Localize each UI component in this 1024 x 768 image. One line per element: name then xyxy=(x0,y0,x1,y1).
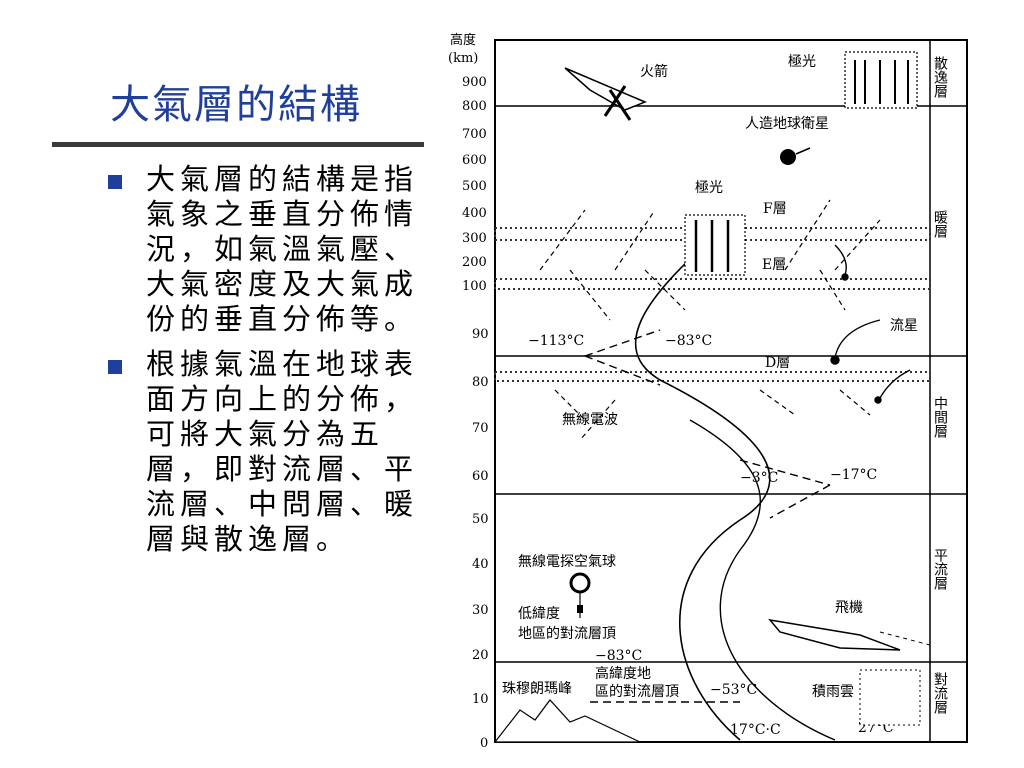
dashed-ext xyxy=(584,329,661,357)
aurora-mid-stripes xyxy=(694,220,730,272)
label-d-layer: D層 xyxy=(765,355,790,371)
contrail xyxy=(879,631,931,646)
bullet-square-icon xyxy=(108,175,122,189)
atmosphere-diagram: 高度 (km) 900 800 700 600 500 400 300 200 … xyxy=(448,32,968,750)
label-rocket: 火箭 xyxy=(640,63,668,80)
dashed-ext xyxy=(769,484,831,519)
bullet-item: 大氣層的結構是指氣象之垂直分佈情況，如氣溫氣壓、大氣密度及大氣成份的垂直分佈等。 xyxy=(108,162,428,337)
bullet-list: 大氣層的結構是指氣象之垂直分佈情況，如氣溫氣壓、大氣密度及大氣成份的垂直分佈等。… xyxy=(108,162,428,567)
axis-unit: (km) xyxy=(448,51,478,66)
bullet-square-icon xyxy=(108,360,122,374)
bullet-item: 根據氣溫在地球表面方向上的分佈，可將大氣分為五層，即對流層、平流層、中問層、暖層… xyxy=(108,347,428,557)
tick-label: 30 xyxy=(472,603,489,618)
label-cumulonimbus: 積雨雲 xyxy=(812,684,854,700)
tick-label: 90 xyxy=(472,327,489,342)
label-aurora-top: 極光 xyxy=(788,54,816,70)
layer-stratosphere: 平流層 xyxy=(932,548,948,591)
label-low-lat-2: 地區的對流層頂 xyxy=(518,626,616,642)
radio-wave-arrows xyxy=(539,199,881,441)
label-radiosonde: 無線電探空氣球 xyxy=(518,554,616,570)
f-layer-band xyxy=(494,227,931,241)
label-meteor: 流星 xyxy=(890,318,918,334)
label-e-layer: E層 xyxy=(762,257,786,273)
temp-label: −83°C xyxy=(595,648,642,664)
meteor-icons xyxy=(830,244,911,404)
radiosonde-icon xyxy=(577,605,583,613)
e-layer-band xyxy=(494,278,931,290)
dashed-ext xyxy=(739,459,831,486)
layer-troposphere: 對流層 xyxy=(932,672,948,715)
label-f-layer: F層 xyxy=(763,201,787,217)
tick-label: 50 xyxy=(472,512,489,527)
tick-label: 80 xyxy=(472,375,489,390)
label-low-lat-1: 低緯度 xyxy=(518,606,560,622)
tick-label: 20 xyxy=(472,648,489,663)
label-high-lat-1: 高緯度地 xyxy=(595,665,651,682)
label-aurora-mid: 極光 xyxy=(695,180,723,196)
tick-label: 10 xyxy=(472,692,489,707)
temperature-curve-low-lat xyxy=(634,231,771,741)
mountain-icon xyxy=(493,699,641,743)
satellite-antenna xyxy=(795,147,811,155)
tick-label: 300 xyxy=(462,231,487,246)
d-layer-band xyxy=(494,371,931,382)
bullet-text: 大氣層的結構是指氣象之垂直分佈情況，如氣溫氣壓、大氣密度及大氣成份的垂直分佈等。 xyxy=(146,162,419,336)
layer-thermosphere: 暖層 xyxy=(932,210,948,239)
tick-label: 800 xyxy=(462,99,487,114)
temp-label: −53°C xyxy=(710,682,757,698)
tick-label: 700 xyxy=(462,127,487,142)
balloon-icon xyxy=(569,572,591,594)
slide-title: 大氣層的結構 xyxy=(110,82,362,128)
tick-label: 200 xyxy=(462,255,487,270)
tick-label: 60 xyxy=(472,469,489,484)
airplane-icon xyxy=(768,618,901,651)
tick-label: 70 xyxy=(472,421,489,436)
tick-label: 600 xyxy=(462,153,487,168)
tick-label: 40 xyxy=(472,557,489,572)
dashed-ext xyxy=(584,355,661,386)
tick-label: 500 xyxy=(462,179,487,194)
tick-label: 400 xyxy=(462,206,487,221)
temp-label: 17°C·C xyxy=(730,722,781,738)
axis-title: 高度 xyxy=(450,32,476,48)
rocket-fins xyxy=(603,85,632,121)
title-divider xyxy=(52,142,424,147)
label-airplane: 飛機 xyxy=(835,600,863,616)
layer-exosphere: 散逸層 xyxy=(932,56,948,99)
tick-label: 100 xyxy=(462,279,487,294)
altitude-ticks: 900 800 700 600 500 400 300 200 100 90 8… xyxy=(462,75,489,750)
label-high-lat-2: 區的對流層頂 xyxy=(595,684,679,700)
temp-label: −113°C xyxy=(528,333,584,349)
rocket-icon xyxy=(564,67,647,111)
label-everest: 珠穆朗瑪峰 xyxy=(502,681,572,697)
tick-label: 0 xyxy=(480,736,488,750)
bullet-text: 根據氣溫在地球表面方向上的分佈，可將大氣分為五層，即對流層、平流層、中問層、暖層… xyxy=(146,347,419,556)
label-satellite: 人造地球衛星 xyxy=(745,116,829,132)
layer-mesosphere: 中間層 xyxy=(932,396,948,439)
aurora-mid-icon xyxy=(684,214,746,276)
label-radio-wave: 無線電波 xyxy=(562,412,618,428)
temp-label: −17°C xyxy=(830,467,877,483)
diagram-frame xyxy=(494,39,968,743)
aurora-top-stripes xyxy=(854,60,909,104)
temp-label: −83°C xyxy=(665,333,712,349)
temp-label: −3°C xyxy=(740,470,778,486)
satellite-icon xyxy=(780,149,796,165)
cloud-icon xyxy=(859,669,921,726)
tick-label: 900 xyxy=(462,75,487,90)
